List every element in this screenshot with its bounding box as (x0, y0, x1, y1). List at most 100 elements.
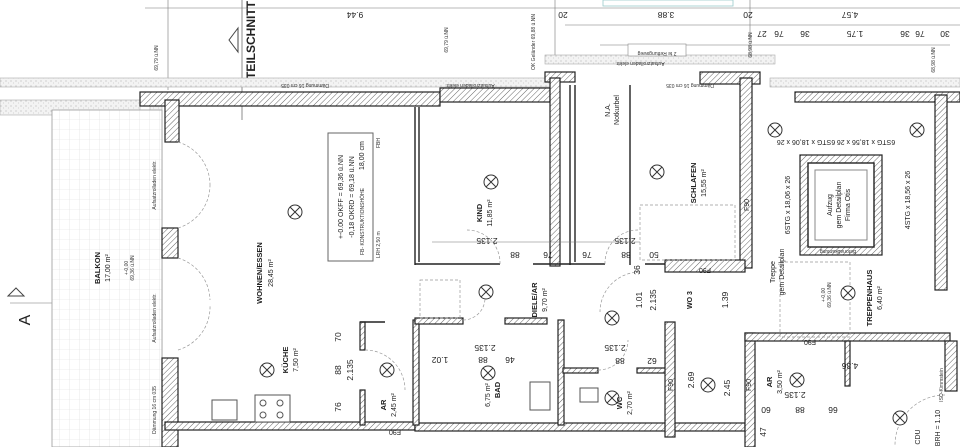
fire-rating: F90 (746, 379, 753, 391)
cdu-label: CDU (915, 429, 922, 444)
shutter-label: Aufsatzrolladen elektr. (152, 293, 158, 342)
svg-text:60: 60 (761, 405, 771, 415)
ceiling-light-icon (892, 410, 908, 426)
ceiling-light-icon (789, 372, 805, 388)
elevator-label: Aufzug (827, 194, 834, 216)
section-title: TEILSCHNITT (244, 0, 258, 79)
railing-level: OK Geländer 69,88 ü.NN (531, 14, 537, 70)
room-name-wc: WC (615, 396, 624, 409)
ceiling-light-icon (604, 310, 620, 326)
svg-text:36: 36 (632, 265, 642, 275)
svg-text:2.135: 2.135 (648, 289, 658, 311)
sill-height: BRH = 1.10 (935, 410, 942, 446)
dim-gap-right: 20 (743, 10, 753, 20)
svg-text:+-0.00 OKFF = 69,36 ü.NN: +-0.00 OKFF = 69,36 ü.NN (338, 155, 345, 239)
room-area-wohnen: 28,45 m² (268, 259, 275, 287)
room-name-balkon: BALKON (93, 252, 102, 284)
wash-basin (529, 381, 551, 411)
room-name-kind: KIND (475, 203, 484, 222)
svg-text:62: 62 (647, 356, 657, 366)
svg-text:18,00 cm: 18,00 cm (359, 141, 366, 170)
stair-level: 69,36 ü.NN (827, 282, 833, 308)
svg-text:76: 76 (582, 250, 592, 260)
shutter-label: Aufsatzrolladen elektr. (615, 60, 664, 66)
fire-rating: F90 (668, 379, 675, 391)
svg-text:46: 46 (505, 355, 515, 365)
dim-chain: 76 (915, 29, 925, 39)
fire-rating: F90 (699, 266, 711, 273)
walls (139, 71, 960, 447)
stair-note: Treppe (770, 261, 777, 283)
room-name-wohnen: WOHNEN/ESSEN (255, 242, 264, 304)
svg-text:1.02: 1.02 (431, 355, 448, 365)
crank-label: N.A. (605, 103, 612, 117)
dim-overall-mid: 3.88 (657, 10, 674, 20)
balcony-level: +-0,00 (124, 261, 130, 276)
svg-text:47: 47 (758, 427, 768, 437)
section-marker: A (17, 314, 34, 325)
room-name-treppenhaus: TREPPENHAUS (865, 270, 874, 327)
section-triangle-icon (228, 26, 239, 54)
insulation-label: Dämmung 16 cm 035 (281, 82, 329, 88)
fire-rating: F90 (744, 199, 751, 211)
elevator-label: Firma Otis (845, 188, 852, 221)
dim-chain: 1.75 (846, 29, 863, 39)
svg-text:76: 76 (543, 250, 553, 260)
svg-text:4.36: 4.36 (841, 361, 858, 371)
room-area-kueche: 7,50 m² (293, 347, 300, 371)
ceiling-light-icon (700, 377, 716, 393)
insulation-label: Dämmung 16 cm 035 (152, 386, 158, 434)
level-right: 68,98 ü.NN (931, 47, 937, 73)
svg-text:2.135: 2.135 (604, 343, 626, 353)
dim-overall-left: 9.44 (346, 10, 363, 20)
dim-chain: 27 (757, 29, 767, 39)
balcony-floor (51, 109, 163, 447)
svg-text:76: 76 (333, 402, 343, 412)
dim-overall-right: 4.57 (841, 10, 858, 20)
balcony-level: 69,36 ü.NN (130, 255, 136, 281)
room-area-bad: 6,75 m² (485, 382, 492, 406)
crank-label: Notkurbel (614, 95, 621, 125)
svg-text:2.69: 2.69 (686, 371, 696, 388)
elevator-label: gem Detailplan (836, 182, 843, 229)
svg-text:88: 88 (795, 405, 805, 415)
svg-text:88: 88 (615, 356, 625, 366)
iso-label: ISO-Kimmstein (939, 368, 945, 402)
room-name-bad: BAD (493, 381, 502, 398)
sink (211, 399, 238, 421)
shutter-label: Aufsatzrolladen elektr. (445, 82, 494, 88)
svg-text:FB- KONSTRUKTIONSHÖHE: FB- KONSTRUKTIONSHÖHE (359, 187, 366, 255)
ceiling-light-icon (840, 285, 856, 301)
svg-text:1.39: 1.39 (720, 291, 730, 308)
room-area-treppenhaus: 6,40 m² (877, 285, 884, 309)
ceiling-light-icon (259, 362, 275, 378)
svg-text:2.45: 2.45 (722, 379, 732, 396)
svg-text:2.135: 2.135 (476, 236, 498, 246)
svg-text:LRH 2,50 m: LRH 2,50 m (376, 231, 382, 258)
ceiling-light-icon (379, 362, 395, 378)
stair-note: gem Detailplan (779, 249, 786, 296)
stove (254, 394, 291, 423)
dim-chain: 30 (940, 29, 950, 39)
svg-text:-0,18 OKRD = 69,18 ü.NN: -0,18 OKRD = 69,18 ü.NN (349, 156, 356, 238)
svg-text:88: 88 (333, 365, 343, 375)
svg-text:70: 70 (333, 332, 343, 342)
escape-route-label: 2 te Rettungsweg (637, 50, 676, 56)
dim-chain: 36 (800, 29, 810, 39)
ceiling-light-icon (649, 164, 665, 180)
svg-text:88: 88 (510, 250, 520, 260)
shutter-label: Aufsatzrolladen elektr. (152, 160, 158, 209)
room-area-ar: 2,45 m² (391, 392, 398, 416)
insulation-label: Dämmung 16 cm 035 (666, 82, 714, 88)
room-area-kind: 11,85 m² (487, 199, 494, 227)
svg-text:2.135: 2.135 (345, 359, 355, 381)
level-mid: 69,79 ü.NN (444, 27, 450, 53)
svg-text:88: 88 (621, 250, 631, 260)
svg-text:FBH: FBH (376, 138, 382, 148)
level-info-box: +-0.00 OKFF = 69,36 ü.NN -0,18 OKRD = 69… (327, 132, 382, 262)
stairs-label: 6STG x 18,06 x 26 (777, 138, 835, 145)
concrete-edge-label: Betonabkantung (820, 248, 857, 254)
ceiling-light-icon (909, 122, 925, 138)
room-area-ar2: 3,50 m² (777, 369, 784, 393)
ceiling-light-icon (480, 365, 496, 381)
